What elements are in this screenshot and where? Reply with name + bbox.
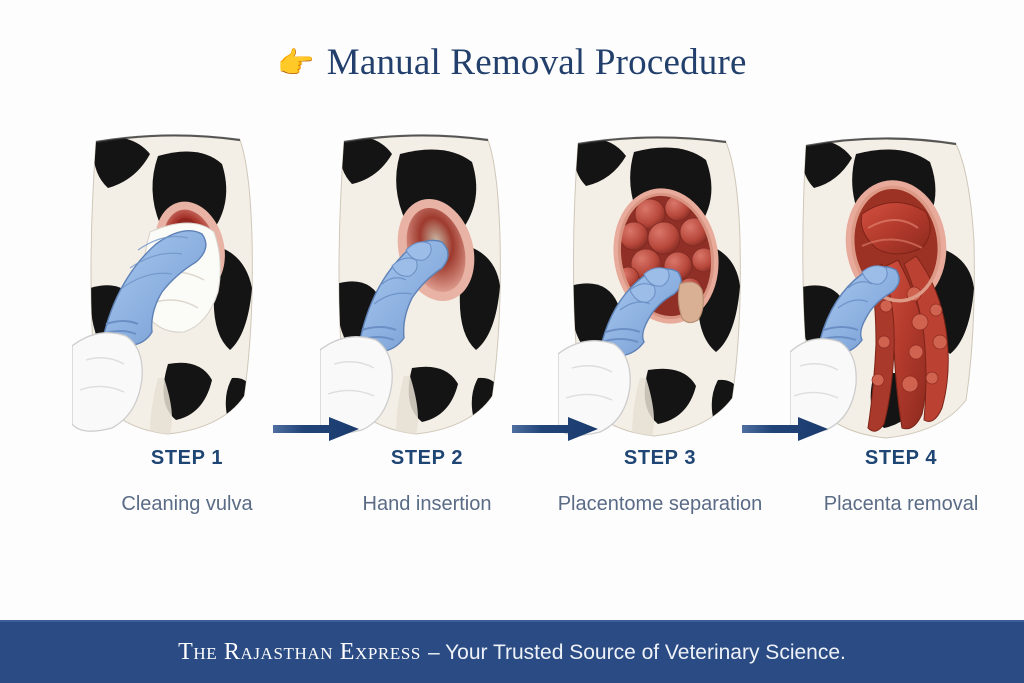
page-title-row: 👉 Manual Removal Procedure	[0, 36, 1024, 88]
step-label: STEP 1	[150, 447, 224, 469]
pointing-right-emoji: 👉	[277, 47, 315, 80]
footer-tagline: – Your Trusted Source of Veterinary Scie…	[427, 641, 846, 664]
brand-name: The Rajasthan Express	[178, 639, 421, 665]
step-1-illustration	[72, 128, 282, 448]
illustration-strip	[0, 128, 1024, 458]
footer-content: The Rajasthan Express – Your Trusted Sou…	[178, 639, 846, 666]
right-arrow-icon	[742, 416, 828, 442]
step-label: STEP 2	[390, 447, 464, 469]
lab-coat-sleeve	[558, 340, 631, 436]
right-arrow-icon	[512, 416, 598, 442]
step-label: STEP 4	[864, 447, 938, 469]
step-3-illustration	[558, 128, 768, 448]
step-caption-1: STEP 1 Cleaning vulva	[82, 448, 292, 514]
footer-banner: The Rajasthan Express – Your Trusted Sou…	[0, 620, 1024, 683]
step-4-illustration	[790, 128, 1000, 448]
retained-placenta	[845, 180, 949, 432]
step-description: Placenta removal	[823, 493, 979, 515]
step-2-illustration	[320, 128, 530, 448]
step-label: STEP 3	[623, 447, 697, 469]
step-caption-3: STEP 3 Placentome separation	[552, 448, 768, 514]
step-description: Hand insertion	[362, 493, 492, 515]
step-captions: STEP 1 Cleaning vulva STEP 2 Hand insert…	[0, 448, 1024, 538]
step-description: Placentome separation	[557, 493, 763, 515]
page-title: Manual Removal Procedure	[326, 41, 747, 83]
step-description: Cleaning vulva	[121, 493, 253, 515]
step-caption-2: STEP 2 Hand insertion	[322, 448, 532, 514]
lab-coat-sleeve	[72, 332, 143, 432]
lab-coat-sleeve	[320, 336, 393, 434]
step-caption-4: STEP 4 Placenta removal	[796, 448, 1006, 514]
right-arrow-icon	[273, 416, 359, 442]
